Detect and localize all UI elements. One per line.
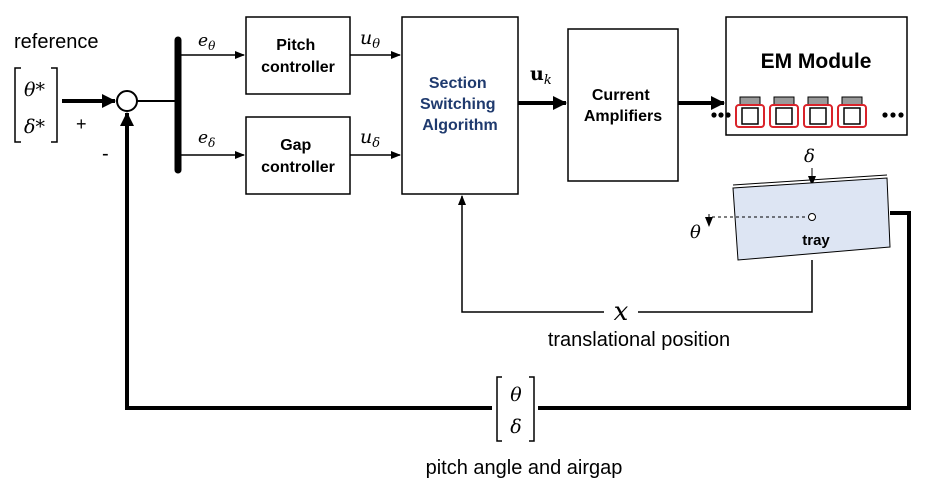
feedback-theta: θ	[510, 384, 522, 406]
tray-label: tray	[802, 232, 830, 249]
feedback-vector: θ δ	[496, 376, 535, 442]
gap-controller-block	[245, 116, 351, 195]
state-feedback-line	[120, 112, 911, 410]
electromagnet-coil	[837, 96, 867, 128]
current-amplifiers-block	[567, 28, 679, 182]
u-delta-label: uδ	[360, 126, 380, 151]
em-coil-array	[711, 96, 904, 128]
electromagnet-coil	[803, 96, 833, 128]
tray-top-rail	[732, 174, 888, 186]
u-k-label: uk	[530, 63, 552, 88]
e-delta-label: eδ	[198, 128, 215, 150]
em-delta-label: δ	[804, 146, 815, 167]
gap-controller-line1: Gap	[280, 137, 311, 154]
reference-delta-star: δ*	[24, 116, 45, 138]
feedback-delta: δ	[510, 416, 521, 438]
current-amplifiers-line1: Current	[592, 87, 650, 104]
plus-sign: +	[76, 114, 87, 134]
section-switching-line3: Algorithm	[422, 117, 498, 134]
pitch-controller-block	[245, 16, 351, 95]
electromagnet-coil	[735, 96, 765, 128]
pitch-angle-airgap-label: pitch angle and airgap	[426, 457, 623, 479]
em-module-label: EM Module	[761, 50, 872, 73]
reference-label: reference	[14, 31, 99, 53]
current-amplifiers-label: Current Amplifiers	[584, 87, 662, 125]
reference-theta-star: θ*	[24, 79, 45, 101]
u-theta-label: uθ	[360, 27, 380, 52]
current-amplifiers-line2: Amplifiers	[584, 108, 662, 125]
x-label: x	[614, 297, 629, 327]
pitch-controller-label: Pitch controller	[261, 37, 335, 76]
tray-theta-label: θ	[690, 222, 701, 243]
tray: tray	[712, 174, 891, 261]
minus-sign: -	[102, 143, 109, 165]
gap-controller-label: Gap controller	[261, 137, 335, 176]
pitch-controller-line1: Pitch	[276, 37, 315, 54]
electromagnet-coil	[769, 96, 799, 128]
section-switching-line1: Section	[429, 75, 487, 92]
feedback-vector-background	[492, 376, 538, 442]
reference-vector: θ* δ*	[14, 67, 58, 143]
section-switching-block	[401, 16, 519, 195]
pitch-controller-line2: controller	[261, 59, 335, 76]
section-switching-line2: Switching	[420, 96, 496, 113]
summing-junction	[116, 90, 138, 112]
section-switching-label: Section Switching Algorithm	[420, 75, 500, 134]
gap-controller-line2: controller	[261, 159, 335, 176]
tray-center	[808, 213, 816, 221]
e-theta-label: eθ	[198, 31, 216, 53]
x-label-background	[604, 294, 638, 328]
translational-position-label: translational position	[548, 329, 730, 351]
